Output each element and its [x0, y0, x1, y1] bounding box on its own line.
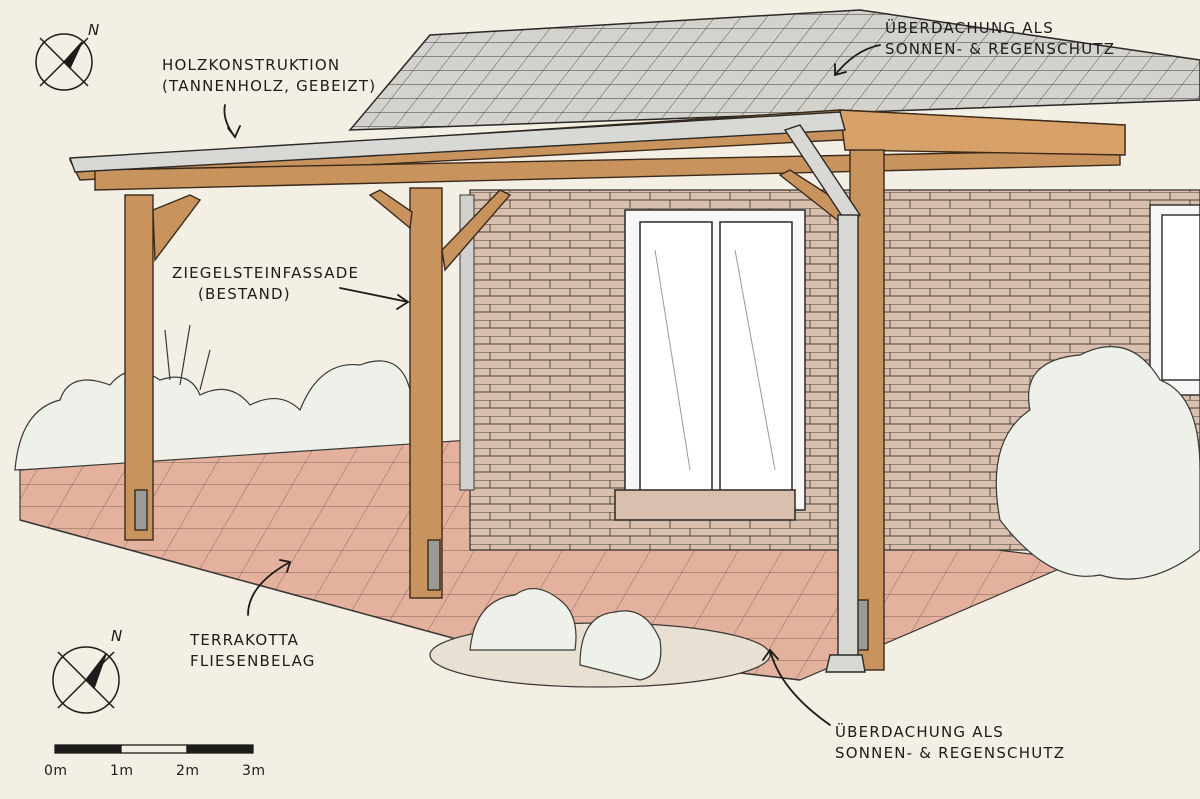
annotation-holzkonstruktion: Holzkonstruktion (Tannenholz, gebeizt) [162, 55, 376, 97]
scale-tick-3m: 3m [242, 763, 266, 779]
gutter-system [69, 111, 866, 673]
annotation-terrakotta-line1: Terrakotta [190, 631, 300, 649]
house-roof [348, 9, 1200, 131]
annotation-dach-bottom-line1: Überdachung als [835, 723, 1004, 741]
annotation-ueberdachung-top: Überdachung als Sonnen- & Regenschutz [885, 18, 1115, 60]
annotation-terrakotta: Terrakotta Fliesenbelag [190, 630, 316, 672]
annotation-ziegelsteinfassade: Ziegelsteinfassade (Bestand) [172, 263, 359, 305]
annotation-dach-bottom-line2: Sonnen- & Regenschutz [835, 744, 1066, 762]
annotation-holz-line2: (Tannenholz, gebeizt) [162, 77, 377, 95]
scale-tick-2m: 2m [176, 763, 200, 779]
annotation-ueberdachung-bottom: Überdachung als Sonnen- & Regenschutz [835, 722, 1065, 764]
side-window [1149, 204, 1200, 396]
annotation-dach-top-line2: Sonnen- & Regenschutz [885, 40, 1116, 58]
background-shrubs [14, 324, 411, 471]
annotation-holz-line1: Holzkonstruktion [162, 56, 341, 74]
annotation-terrakotta-line2: Fliesenbelag [190, 652, 316, 670]
patio-door [614, 209, 806, 521]
right-shrub [995, 346, 1200, 580]
annotation-dach-top-line1: Überdachung als [885, 19, 1054, 37]
annotation-ziegel-line2: (Bestand) [198, 285, 291, 303]
scale-tick-1m: 1m [110, 763, 134, 779]
compass-north-label-top: N [88, 21, 101, 39]
scale-tick-0m: 0m [44, 763, 68, 779]
compass-top [35, 33, 93, 91]
compass-bottom [52, 646, 120, 714]
annotation-arrows [223, 44, 881, 726]
scale-bar [54, 744, 254, 754]
front-planter [429, 588, 771, 688]
annotation-ziegel-line1: Ziegelsteinfassade [172, 264, 360, 282]
compass-north-label-bottom: N [111, 627, 124, 645]
